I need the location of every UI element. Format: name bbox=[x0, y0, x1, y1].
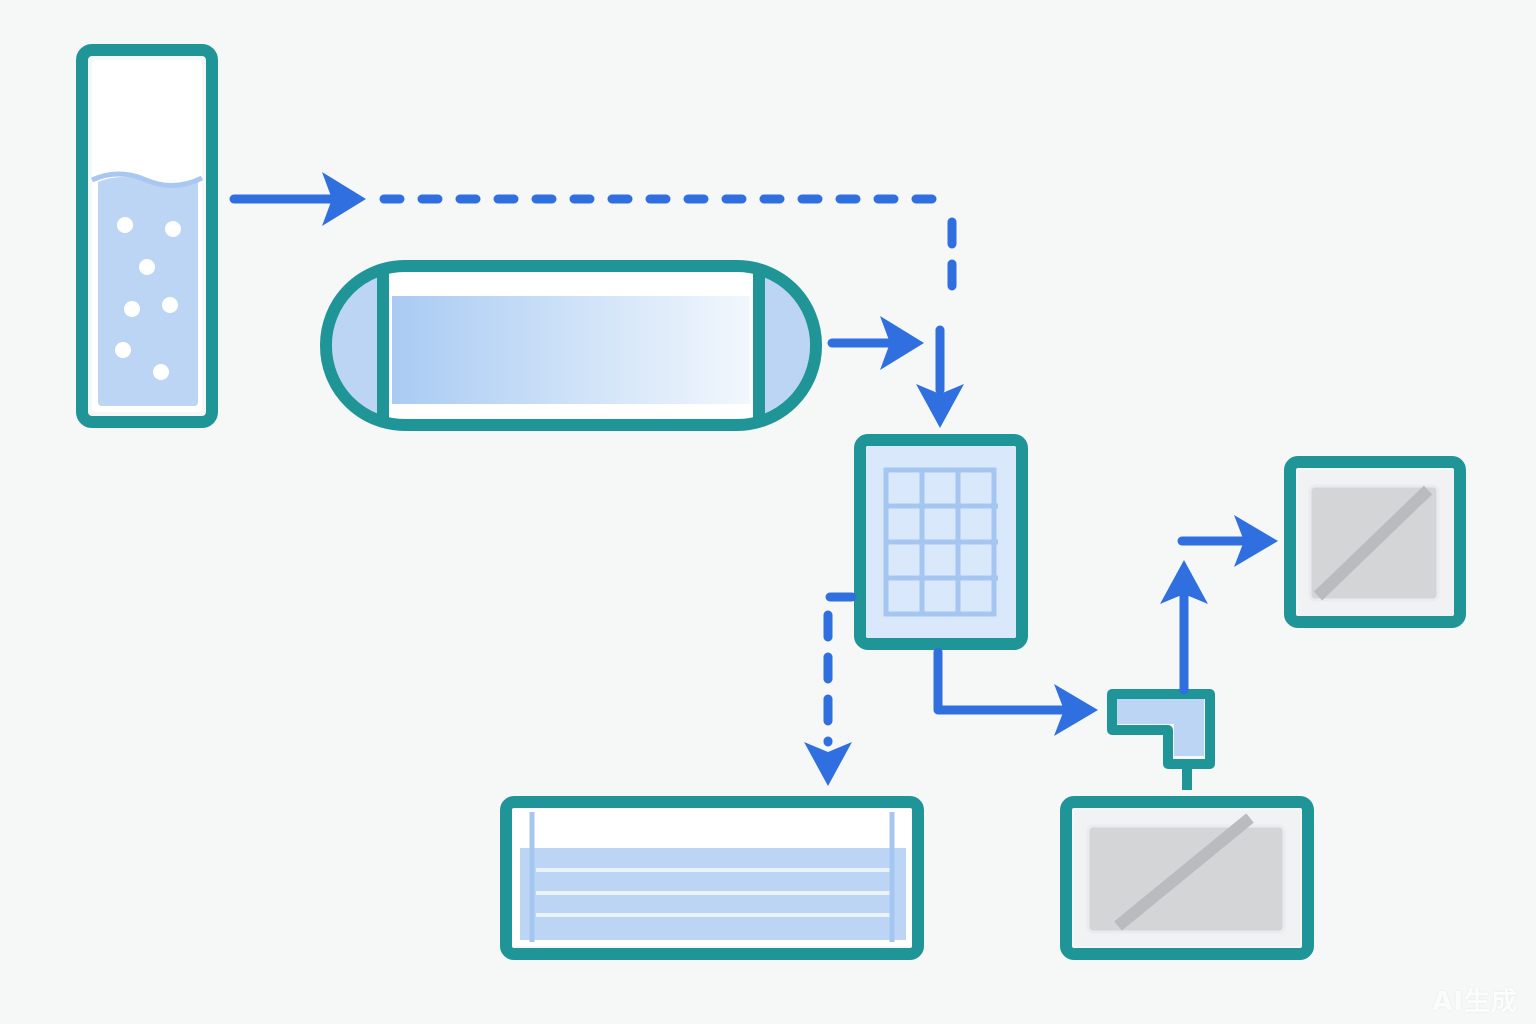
collection-tray bbox=[1060, 796, 1314, 960]
basin-layer-lines bbox=[536, 868, 890, 917]
tray-diagonal bbox=[1114, 813, 1254, 931]
square-panel-icon bbox=[1284, 456, 1466, 628]
capsule-liquid bbox=[392, 296, 750, 404]
capsule-left-cap bbox=[332, 276, 378, 415]
grid-filter-icon bbox=[854, 434, 1028, 650]
bubble-group bbox=[115, 217, 181, 380]
dashed-flow-filter-basin bbox=[823, 592, 857, 747]
tall-tank-icon bbox=[76, 44, 218, 428]
settling-basin bbox=[500, 796, 924, 960]
bubble bbox=[139, 259, 155, 275]
arrow-head-down-icon bbox=[804, 742, 852, 786]
feed-tank bbox=[76, 44, 218, 428]
flow-line-filter-fitting bbox=[933, 647, 1067, 715]
grid-filter bbox=[854, 434, 1028, 650]
arrow-head-down-icon bbox=[916, 384, 964, 428]
layered-basin-icon bbox=[500, 796, 924, 960]
capsule-vessel-icon bbox=[320, 260, 822, 431]
horizontal-vessel bbox=[320, 260, 822, 431]
pipe-fitting bbox=[1107, 689, 1215, 790]
feed-tank-liquid-surface bbox=[90, 171, 204, 188]
output-panel bbox=[1284, 456, 1466, 628]
arrow-head-right-icon bbox=[880, 316, 924, 370]
arrow-head-right-icon bbox=[1054, 684, 1098, 736]
bubble bbox=[115, 342, 131, 358]
elbow-fitting-icon bbox=[1107, 689, 1215, 769]
capsule-right-cap bbox=[764, 276, 810, 415]
tray-panel bbox=[1086, 824, 1286, 934]
bubble bbox=[117, 217, 133, 233]
bubble bbox=[165, 221, 181, 237]
bubble bbox=[124, 301, 140, 317]
tray-icon bbox=[1060, 796, 1314, 960]
arrow-head-right-icon bbox=[1234, 515, 1278, 567]
bubble bbox=[153, 364, 169, 380]
bubble bbox=[162, 297, 178, 313]
flow-arrows bbox=[229, 172, 1278, 786]
fitting-fill bbox=[1116, 699, 1204, 756]
feed-tank-liquid bbox=[98, 177, 198, 406]
arrow-head-up-icon bbox=[1160, 560, 1208, 604]
panel-diagonal bbox=[1313, 485, 1433, 601]
filter-grid-lines bbox=[883, 467, 998, 617]
arrow-head-right-icon bbox=[322, 172, 366, 226]
watermark-text: AI生成 bbox=[1432, 987, 1518, 1017]
